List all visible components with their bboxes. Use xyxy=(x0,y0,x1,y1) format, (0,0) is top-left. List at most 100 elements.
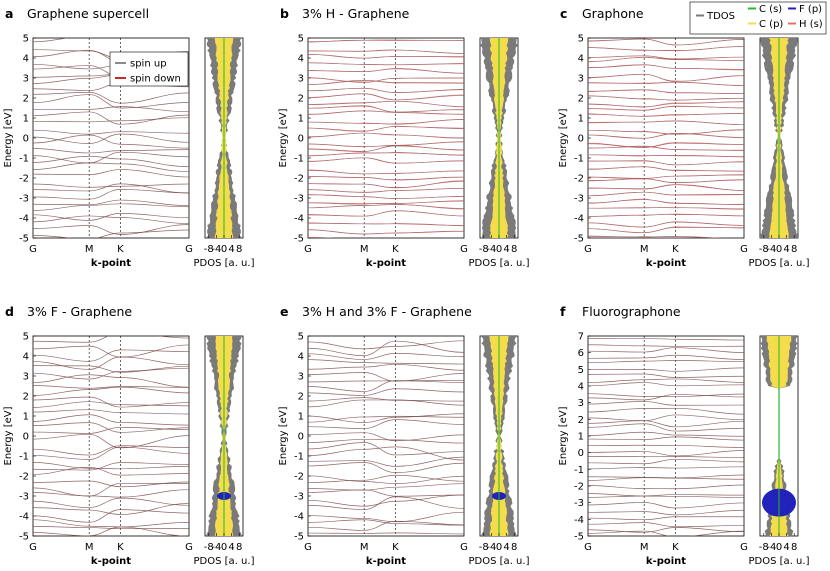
band-line xyxy=(308,170,464,175)
band-line xyxy=(308,340,464,350)
y-tick-label: 1 xyxy=(578,114,584,125)
band-line xyxy=(588,199,744,206)
band-line xyxy=(33,155,189,168)
band-line xyxy=(588,81,744,86)
band-line xyxy=(33,92,189,104)
panel-title: 3% H - Graphene xyxy=(302,6,410,21)
y-axis-label: Energy [eV] xyxy=(278,406,289,465)
band-line xyxy=(308,364,464,371)
band-line xyxy=(33,336,189,343)
band-line xyxy=(588,146,744,151)
band-line xyxy=(308,100,464,108)
y-tick-label: 0 xyxy=(298,134,304,145)
y-tick-label: 3 xyxy=(578,398,584,409)
band-line xyxy=(308,511,464,523)
y-tick-label: -1 xyxy=(19,154,29,165)
band-line xyxy=(588,178,744,183)
y-tick-label: 1 xyxy=(298,412,304,423)
spin-legend-box xyxy=(109,51,189,87)
band-line xyxy=(308,519,464,526)
band-line xyxy=(588,56,744,62)
band-line xyxy=(308,93,464,100)
band-line xyxy=(308,359,464,365)
y-tick-label: 5 xyxy=(23,34,29,45)
y-tick-label: 2 xyxy=(578,415,584,426)
band-line xyxy=(308,475,464,484)
band-line xyxy=(588,120,744,126)
panel-label: c xyxy=(560,6,567,21)
y-tick-label: -3 xyxy=(574,498,584,509)
y-tick-label: -2 xyxy=(294,174,304,185)
k-tick-label: G xyxy=(740,542,748,553)
band-line xyxy=(33,367,189,380)
k-tick-label: K xyxy=(672,542,679,553)
y-tick-label: 5 xyxy=(298,332,304,343)
band-line xyxy=(588,101,744,108)
pdos-axis-label: PDOS [a. u.] xyxy=(194,556,255,567)
y-tick-label: 3 xyxy=(23,372,29,383)
y-tick-label: -2 xyxy=(294,472,304,483)
band-line xyxy=(588,338,744,341)
band-line xyxy=(308,432,464,442)
legend-label-h-s: H (s) xyxy=(799,19,823,30)
band-line xyxy=(588,184,744,191)
panel-title: 3% H and 3% F - Graphene xyxy=(302,304,472,319)
k-tick-label: G xyxy=(304,244,312,255)
k-tick-label: G xyxy=(584,244,592,255)
band-line xyxy=(308,496,464,510)
k-tick-label: G xyxy=(460,542,468,553)
band-line xyxy=(33,111,189,125)
pdos-fill xyxy=(480,38,518,238)
k-tick-label: M xyxy=(360,244,369,255)
band-line xyxy=(588,55,744,59)
band-line xyxy=(308,204,464,210)
pdos-tick-label: 4 xyxy=(503,244,509,255)
y-tick-label: -4 xyxy=(294,512,304,523)
y-tick-label: 1 xyxy=(578,432,584,443)
band-line xyxy=(33,409,189,415)
y-tick-label: 0 xyxy=(578,448,584,459)
y-tick-label: -2 xyxy=(574,482,584,493)
band-line xyxy=(588,509,744,516)
band-line xyxy=(33,224,189,235)
legend-label-tdos: TDOS xyxy=(706,11,735,22)
y-tick-label: -1 xyxy=(294,452,304,463)
band-line xyxy=(588,198,744,205)
band-line xyxy=(588,493,744,497)
y-tick-label: 0 xyxy=(23,432,29,443)
pdos-axis-label: PDOS [a. u.] xyxy=(469,258,530,269)
band-line xyxy=(308,520,464,531)
pdos-tick-label: 0 xyxy=(776,542,782,553)
band-line xyxy=(588,484,744,490)
band-line xyxy=(588,393,744,397)
band-line xyxy=(308,39,464,43)
pdos-tick-label: -4 xyxy=(766,244,776,255)
y-tick-label: 1 xyxy=(298,114,304,125)
k-tick-label: M xyxy=(85,244,94,255)
k-tick-label: G xyxy=(304,542,312,553)
y-axis-label: Energy [eV] xyxy=(558,406,569,465)
band-line xyxy=(588,73,744,82)
band-line xyxy=(588,344,744,347)
x-axis-label: k-point xyxy=(91,556,131,567)
band-line xyxy=(588,444,744,448)
x-axis-label: k-point xyxy=(646,258,686,269)
band-line xyxy=(308,157,464,164)
k-tick-label: G xyxy=(29,244,37,255)
band-line xyxy=(33,426,189,434)
pdos-tick-label: -8 xyxy=(204,542,214,553)
band-line xyxy=(33,349,189,362)
y-tick-label: -3 xyxy=(574,194,584,205)
band-line xyxy=(588,95,744,101)
band-line xyxy=(588,160,744,165)
band-line xyxy=(33,462,189,471)
k-tick-label: K xyxy=(392,542,399,553)
band-line xyxy=(588,113,744,117)
band-lines xyxy=(588,38,744,238)
y-tick-label: 3 xyxy=(298,372,304,383)
band-line xyxy=(33,401,189,408)
band-line xyxy=(33,117,189,123)
band-line xyxy=(588,89,744,94)
band-line xyxy=(308,188,464,193)
